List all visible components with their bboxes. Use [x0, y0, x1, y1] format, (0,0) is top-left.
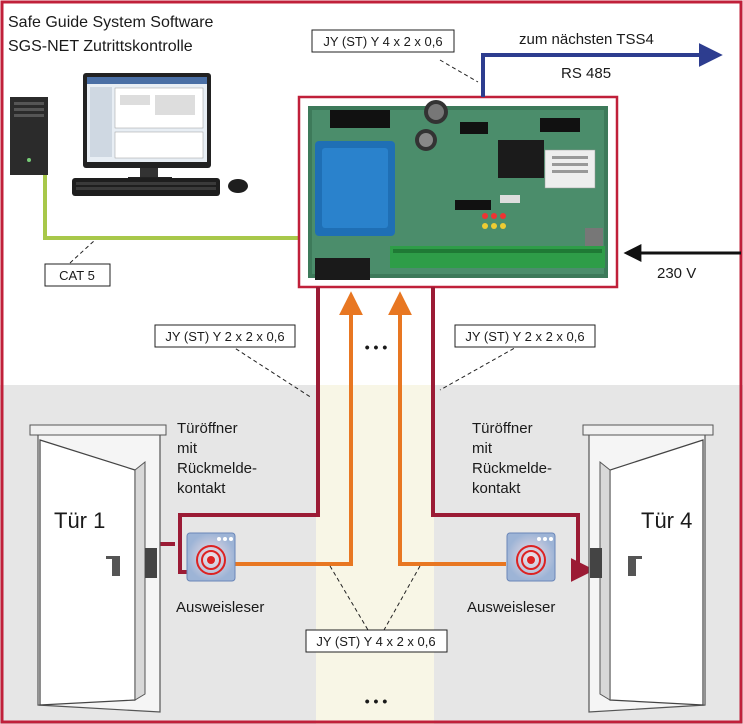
card-reader-4-icon	[506, 532, 556, 582]
reader4-wire	[388, 291, 506, 566]
next-tss-label: zum nächsten TSS4	[519, 31, 654, 48]
card-reader-1-icon	[186, 532, 236, 582]
door4-cable-label: JY (ST) Y 2 x 2 x 0,6	[465, 329, 584, 344]
door4-opener-line3: Rückmelde-	[472, 460, 552, 477]
center-corridor	[316, 385, 434, 724]
ellipsis-bottom: • • •	[365, 693, 388, 709]
door1-opener-line3: Rückmelde-	[177, 460, 257, 477]
door1-cable-label: JY (ST) Y 2 x 2 x 0,6	[165, 329, 284, 344]
door1-opener-line2: mit	[177, 440, 198, 457]
door4-opener-line2: mit	[472, 440, 493, 457]
reader-cable-label: JY (ST) Y 4 x 2 x 0,6	[316, 634, 435, 649]
door4-graphic	[582, 424, 714, 713]
door4-opener-line4: kontakt	[472, 480, 521, 497]
door4-handle	[628, 556, 636, 576]
reader1-wire	[234, 291, 363, 566]
software-title-line1: Safe Guide System Software	[8, 14, 214, 31]
door1-name: Tür 1	[54, 508, 105, 533]
door1-opener-line4: kontakt	[177, 480, 226, 497]
door4-opener-line1: Türöffner	[472, 420, 533, 437]
reader1-label: Ausweisleser	[176, 599, 264, 616]
reader4-label: Ausweisleser	[467, 599, 555, 616]
door1-handle	[112, 556, 120, 576]
power-label: 230 V	[657, 265, 696, 282]
rs485-wire	[481, 43, 723, 97]
door1-graphic	[29, 424, 167, 713]
door4-name: Tür 4	[641, 508, 692, 533]
rs485-label: RS 485	[561, 65, 611, 82]
controller-board	[297, 95, 619, 289]
cat5-wire	[43, 175, 300, 240]
software-title-line2: SGS-NET Zutrittskontrolle	[8, 38, 193, 55]
door1-opener-line1: Türöffner	[177, 420, 238, 437]
ellipsis-top: • • •	[365, 339, 388, 355]
bus-top-cable-label: JY (ST) Y 4 x 2 x 0,6	[323, 34, 442, 49]
door4-wire	[431, 287, 595, 582]
computer-icon	[10, 73, 248, 196]
cat5-label: CAT 5	[59, 268, 95, 283]
